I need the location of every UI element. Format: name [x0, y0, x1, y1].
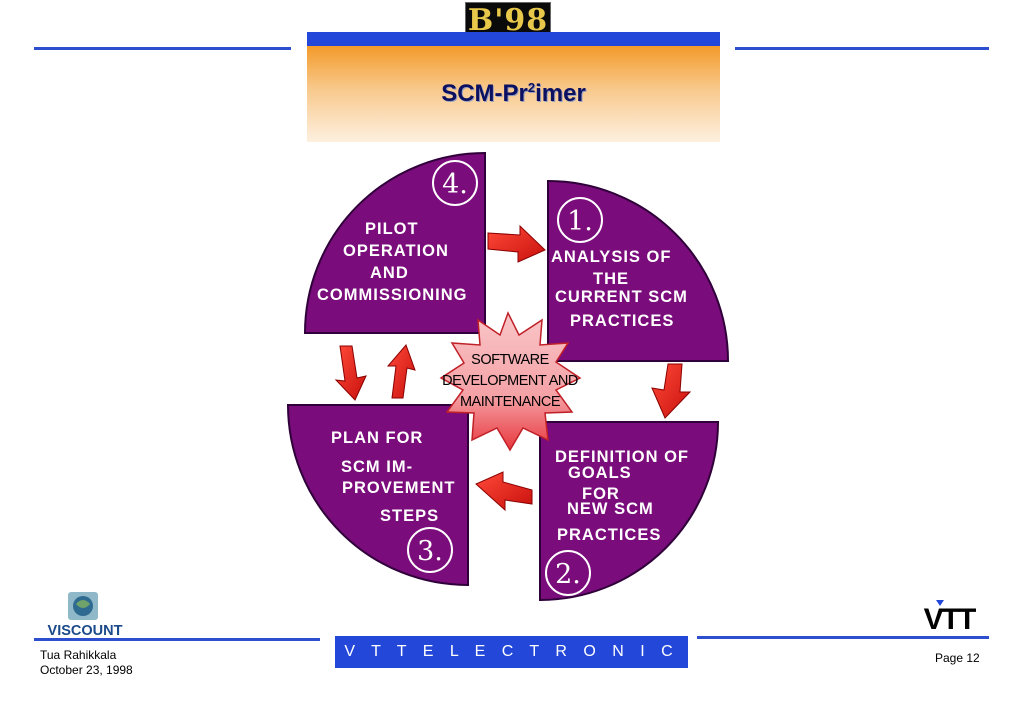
page-title: SCM-Pr2imer — [307, 80, 720, 108]
viscount-logo: VISCOUNT — [48, 592, 123, 638]
step-2-line-4: NEW SCM — [567, 500, 654, 518]
step-2-line-2: GOALS — [568, 464, 632, 482]
step-4-line-3: AND — [370, 264, 409, 282]
quadrant-shape-3 — [286, 404, 469, 587]
center-line-2: DEVELOPMENT AND — [442, 373, 578, 389]
arrow-3-to-4-down — [334, 345, 367, 401]
title-box — [307, 46, 720, 142]
step-2-line-3: FOR — [582, 485, 620, 503]
step-1-line-2: THE — [593, 270, 629, 288]
arrow-3-to-4-up — [386, 344, 416, 399]
step-4-line-2: OPERATION — [343, 242, 449, 260]
step-1-circle — [557, 197, 603, 243]
step-3-line-2: SCM IM- — [341, 458, 413, 476]
quadrant-step-1: 1. ANALYSIS OF THE CURRENT SCM PRACTICES — [547, 179, 730, 362]
title-main: SCM-Pr — [441, 80, 528, 107]
footer-vtt-electronics: V T T E L E C T R O N I C S — [335, 636, 688, 692]
footer-rule-left — [34, 638, 320, 641]
vtt-logo: VTT — [924, 600, 978, 632]
arrow-4-to-1 — [487, 224, 546, 263]
quadrant-step-3: 3. PLAN FOR SCM IM- PROVEMENT STEPS — [286, 404, 469, 587]
vtt-logo-mark — [936, 600, 944, 606]
title-band — [307, 32, 720, 46]
page-number: Page 12 — [935, 651, 980, 665]
quadrant-shape-2 — [539, 421, 720, 602]
step-3-line-3: PROVEMENT — [342, 479, 456, 497]
arrow-2-to-3 — [475, 471, 533, 512]
step-2-line-5: PRACTICES — [557, 526, 661, 544]
quadrant-step-2: 2. DEFINITION OF GOALS FOR NEW SCM PRACT… — [539, 421, 720, 602]
starburst-shape — [439, 311, 582, 452]
step-3-circle — [407, 527, 453, 573]
title-end: imer — [535, 80, 586, 107]
step-4-line-1: PILOT — [365, 220, 419, 238]
step-1-line-3: CURRENT SCM — [555, 288, 688, 306]
quadrant-shape-1 — [547, 179, 730, 362]
author-name: Tua Rahikkala — [40, 648, 117, 662]
step-1-line-4: PRACTICES — [570, 312, 674, 330]
step-3-number: 3. — [417, 536, 443, 567]
step-2-circle — [545, 550, 591, 596]
footer-rule-right — [697, 636, 989, 639]
presentation-date: October 23, 1998 — [40, 663, 133, 677]
step-2-line-1: DEFINITION OF — [555, 448, 689, 466]
step-1-number: 1. — [567, 206, 593, 237]
step-3-line-1: PLAN FOR — [331, 429, 423, 447]
header-rule-left — [34, 47, 291, 50]
step-4-number: 4. — [442, 169, 468, 200]
quadrant-step-4: 4. PILOT OPERATION AND COMMISSIONING — [303, 151, 486, 334]
vtt-logo-text: VTT — [924, 603, 976, 632]
center-line-1: SOFTWARE — [471, 352, 549, 368]
center-line-3: MAINTENANCE — [460, 394, 561, 410]
arrow-1-to-2 — [651, 363, 692, 419]
step-2-number: 2. — [555, 559, 581, 590]
header-rule-right — [735, 47, 989, 50]
step-1-line-1: ANALYSIS OF — [551, 248, 671, 266]
viscount-logo-text: VISCOUNT — [48, 623, 123, 638]
step-3-line-4: STEPS — [380, 507, 439, 525]
step-4-line-4: COMMISSIONING — [317, 286, 468, 304]
title-superscript: 2 — [527, 80, 536, 95]
step-4-circle — [432, 160, 478, 206]
center-starburst: SOFTWARE DEVELOPMENT AND MAINTENANCE — [439, 311, 582, 452]
